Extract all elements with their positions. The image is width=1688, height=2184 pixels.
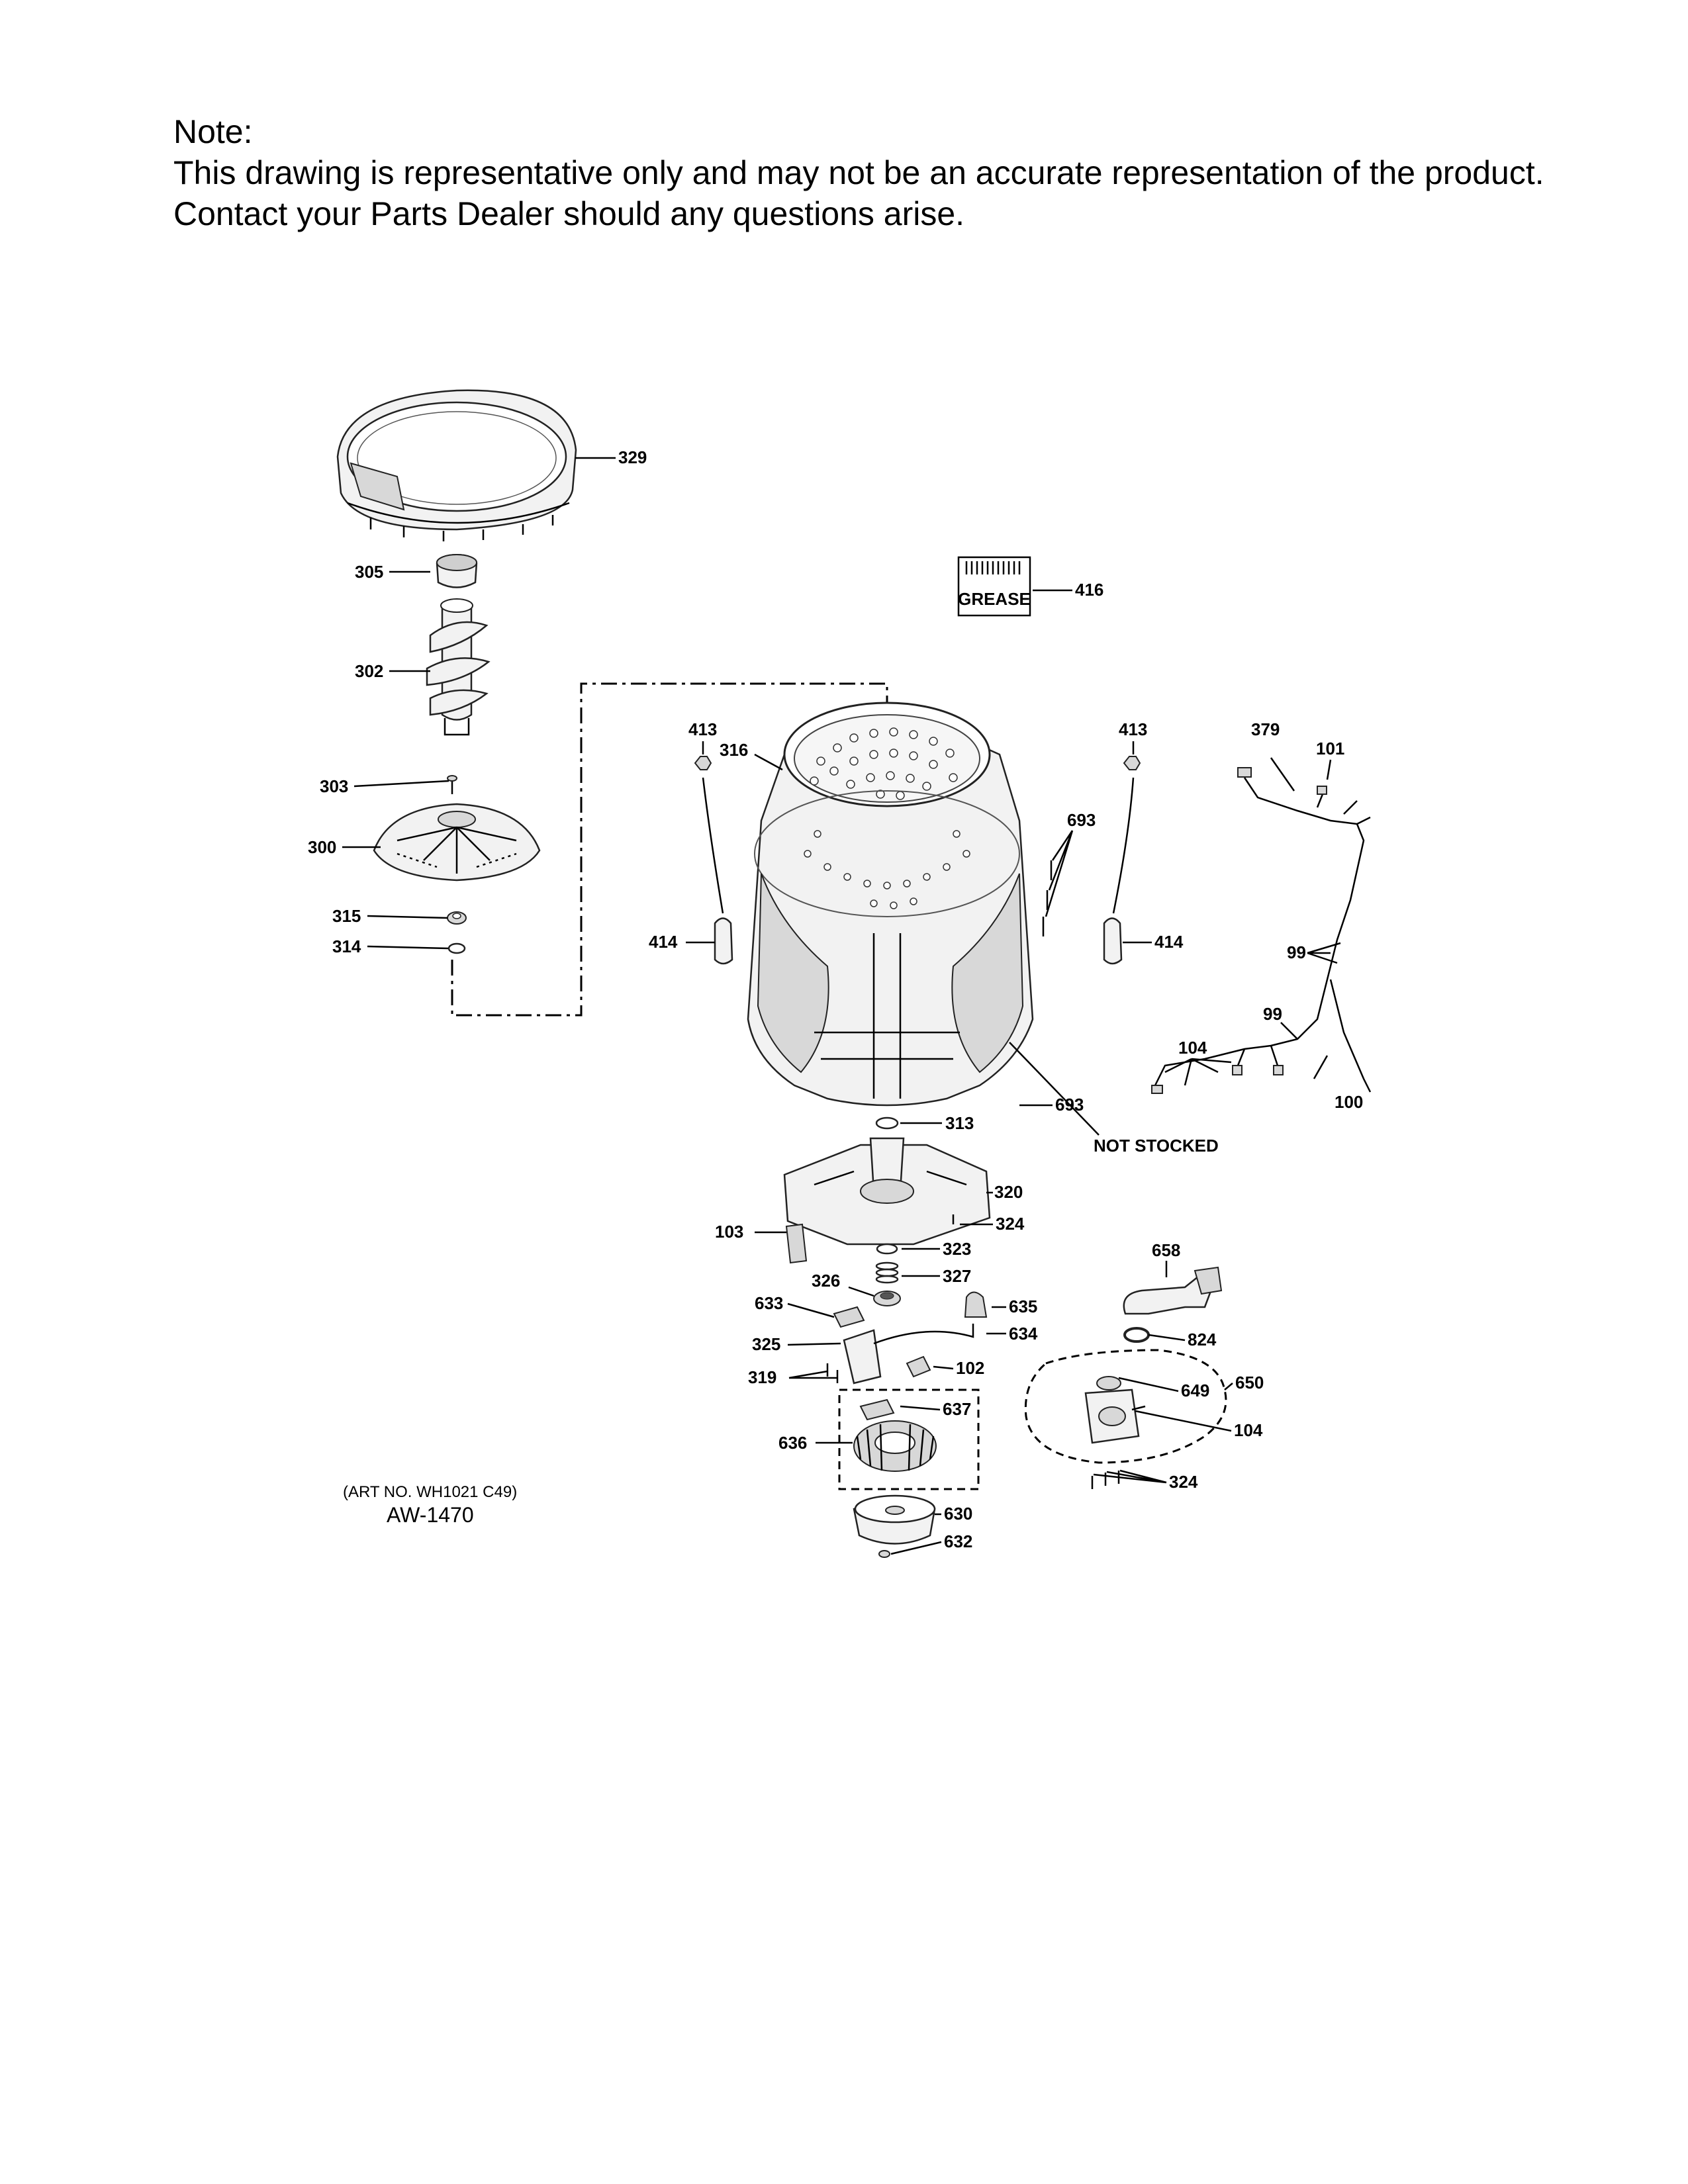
shaft-washer-drawing bbox=[876, 1243, 898, 1255]
callout-636: 636 bbox=[778, 1433, 807, 1453]
auger-drawing bbox=[426, 598, 491, 736]
callout-100: 100 bbox=[1335, 1092, 1363, 1112]
callout-313: 313 bbox=[945, 1113, 974, 1133]
callout-633: 633 bbox=[755, 1293, 783, 1313]
callout-101: 101 bbox=[1316, 739, 1344, 758]
callout-693-bottom: 693 bbox=[1055, 1095, 1084, 1115]
wire-harness-drawing bbox=[1151, 767, 1372, 1094]
callout-379: 379 bbox=[1251, 719, 1280, 739]
tub-washer-drawing bbox=[875, 1116, 899, 1130]
callout-693-top: 693 bbox=[1067, 810, 1096, 830]
spring-drawing bbox=[875, 1261, 899, 1284]
wash-basket-drawing bbox=[747, 702, 1034, 1107]
nut-drawing bbox=[447, 911, 467, 925]
aw-number: AW-1470 bbox=[387, 1503, 474, 1527]
note-heading: Note: bbox=[173, 113, 253, 150]
callout-658: 658 bbox=[1152, 1240, 1180, 1260]
callout-320: 320 bbox=[994, 1182, 1023, 1202]
shift-actuator-drawing bbox=[873, 1291, 988, 1378]
note-block: Note: This drawing is representative onl… bbox=[173, 111, 1544, 234]
stator-drawing bbox=[853, 1420, 937, 1472]
grease-tube-drawing: GREASE bbox=[957, 556, 1031, 617]
mounting-plate-drawing bbox=[783, 1137, 991, 1246]
callout-632: 632 bbox=[944, 1531, 972, 1551]
drain-pump-drawing bbox=[1084, 1376, 1146, 1444]
assembly-bracket-line bbox=[451, 682, 888, 1017]
tub-cover-drawing bbox=[336, 389, 577, 541]
callout-103: 103 bbox=[715, 1222, 743, 1242]
callout-302: 302 bbox=[355, 661, 383, 681]
hall-sensor-drawing bbox=[859, 1398, 895, 1421]
clip-parts-drawing bbox=[1042, 860, 1053, 936]
callout-637: 637 bbox=[943, 1399, 971, 1419]
callout-319: 319 bbox=[748, 1367, 776, 1387]
note-line-2: Contact your Parts Dealer should any que… bbox=[173, 195, 965, 232]
callout-649: 649 bbox=[1181, 1381, 1209, 1400]
callout-414-left: 414 bbox=[649, 932, 678, 952]
basket-side-holes bbox=[804, 830, 970, 909]
callout-650: 650 bbox=[1235, 1373, 1264, 1392]
art-number: (ART NO. WH1021 C49) bbox=[343, 1483, 517, 1501]
leader-lines bbox=[342, 457, 1341, 1555]
shifter-drawing bbox=[826, 1306, 882, 1385]
callout-104-harness: 104 bbox=[1178, 1038, 1207, 1058]
callout-326: 326 bbox=[812, 1271, 840, 1291]
hose-clamp-drawing bbox=[1123, 1327, 1150, 1343]
drain-hose-drawing bbox=[1123, 1266, 1223, 1315]
callout-323: 323 bbox=[943, 1239, 971, 1259]
callout-324-plate: 324 bbox=[996, 1214, 1025, 1234]
callout-630: 630 bbox=[944, 1504, 972, 1524]
note-line-1: This drawing is representative only and … bbox=[173, 154, 1544, 191]
callout-99-a: 99 bbox=[1287, 942, 1306, 962]
callout-104-pump: 104 bbox=[1234, 1420, 1263, 1440]
callout-635: 635 bbox=[1009, 1297, 1037, 1316]
grease-label: GREASE bbox=[958, 589, 1031, 609]
coupling-drawing bbox=[873, 1291, 901, 1306]
callout-102: 102 bbox=[956, 1358, 984, 1378]
callout-303: 303 bbox=[320, 776, 348, 796]
motor-group-box bbox=[838, 1388, 980, 1490]
suspension-rod-left-drawing bbox=[694, 756, 733, 965]
callout-413-left: 413 bbox=[688, 719, 717, 739]
callout-329: 329 bbox=[618, 447, 647, 467]
suspension-rod-right-drawing bbox=[1103, 756, 1141, 965]
callout-99-b: 99 bbox=[1263, 1004, 1282, 1024]
callout-316: 316 bbox=[720, 740, 748, 760]
rotor-nut-drawing bbox=[878, 1550, 890, 1558]
basket-holes bbox=[810, 727, 958, 800]
callout-824: 824 bbox=[1188, 1330, 1217, 1349]
agitator-cap-drawing bbox=[436, 554, 478, 588]
sensor-bracket-drawing bbox=[785, 1223, 808, 1264]
bolt-drawing bbox=[447, 775, 457, 794]
callout-413-right: 413 bbox=[1119, 719, 1147, 739]
callout-325: 325 bbox=[752, 1334, 780, 1354]
callout-634: 634 bbox=[1009, 1324, 1038, 1343]
impeller-drawing bbox=[373, 803, 541, 882]
callout-414-right: 414 bbox=[1154, 932, 1184, 952]
callout-324-pump: 324 bbox=[1169, 1472, 1198, 1492]
callout-315: 315 bbox=[332, 906, 361, 926]
callout-314: 314 bbox=[332, 936, 361, 956]
callout-416: 416 bbox=[1075, 580, 1103, 600]
rotor-drawing bbox=[853, 1494, 936, 1545]
callout-327: 327 bbox=[943, 1266, 971, 1286]
callout-300: 300 bbox=[308, 837, 336, 857]
callout-305: 305 bbox=[355, 562, 383, 582]
callout-labels: 329 305 302 303 300 315 314 416 413 316 … bbox=[308, 447, 1363, 1551]
not-stocked-note: NOT STOCKED bbox=[1094, 1136, 1219, 1156]
washer-drawing bbox=[447, 942, 466, 954]
